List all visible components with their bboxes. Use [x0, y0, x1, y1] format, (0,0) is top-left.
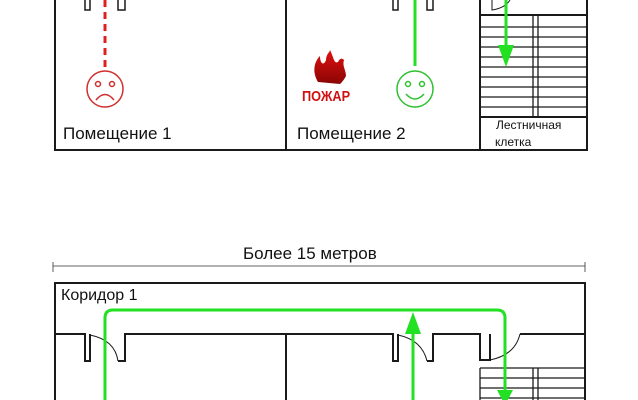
sad-face-icon [86, 70, 124, 108]
stair-steps-bottom [479, 367, 585, 400]
bottom-plan [54, 282, 586, 400]
outer-walls [54, 0, 588, 151]
room2-exit-arrow [405, 312, 421, 400]
stair-arrow-bottom [497, 390, 513, 400]
door-room2 [392, 0, 434, 11]
top-plan [54, 0, 588, 151]
happy-face-icon [396, 70, 434, 108]
corridor-label: Коридор 1 [61, 287, 138, 304]
stair-arrow [498, 0, 514, 67]
dimension-line [52, 262, 586, 272]
corridor-outer-wall [54, 282, 586, 400]
stair-steps [480, 15, 587, 117]
room1-label: Помещение 1 [63, 124, 172, 143]
stair-label-line1: Лестничная [496, 118, 562, 132]
corridor-inner-wall [55, 333, 585, 362]
fire-label: ПОЖАР [302, 88, 351, 105]
fire-icon [314, 50, 346, 84]
stair-label-line2: клетка [495, 135, 532, 149]
room2-label: Помещение 2 [297, 124, 406, 143]
safe-path-corridor [103, 308, 507, 400]
dimension-label: Более 15 метров [243, 244, 377, 263]
door-room1 [84, 0, 126, 11]
stair-door [491, 0, 511, 11]
